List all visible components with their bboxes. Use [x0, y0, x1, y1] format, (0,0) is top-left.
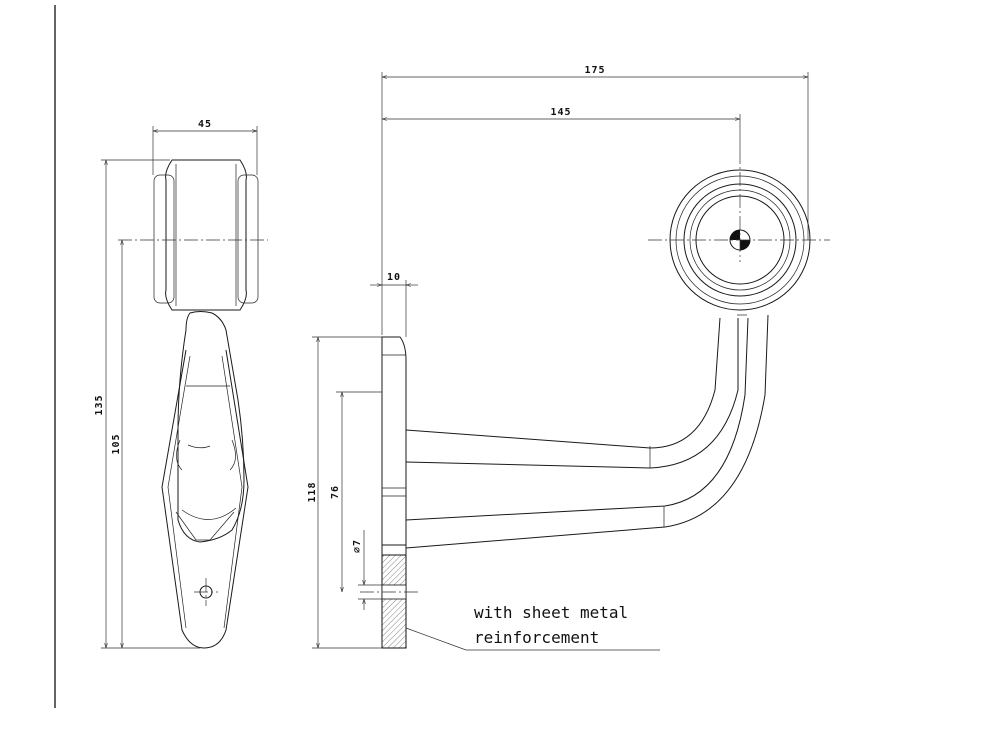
dim-base-height: 118: [307, 481, 318, 502]
dim-front-width: 45: [198, 119, 212, 130]
dim-front-height-total: 135: [94, 394, 105, 415]
note-reinforcement-line1: with sheet metal: [474, 603, 628, 622]
dim-hole-spacing: 76: [330, 485, 341, 499]
dim-front-height-center: 105: [111, 433, 122, 454]
front-view: [101, 126, 268, 649]
hatched-reinforcement: [381, 554, 407, 649]
dim-side-overall-length: 175: [584, 65, 605, 76]
side-view: [312, 72, 830, 651]
dim-side-center-length: 145: [550, 107, 571, 118]
dim-base-thickness: 10: [387, 272, 401, 283]
dim-hole-diameter: ⌀7: [352, 539, 363, 553]
note-reinforcement-line2: reinforcement: [474, 628, 599, 647]
